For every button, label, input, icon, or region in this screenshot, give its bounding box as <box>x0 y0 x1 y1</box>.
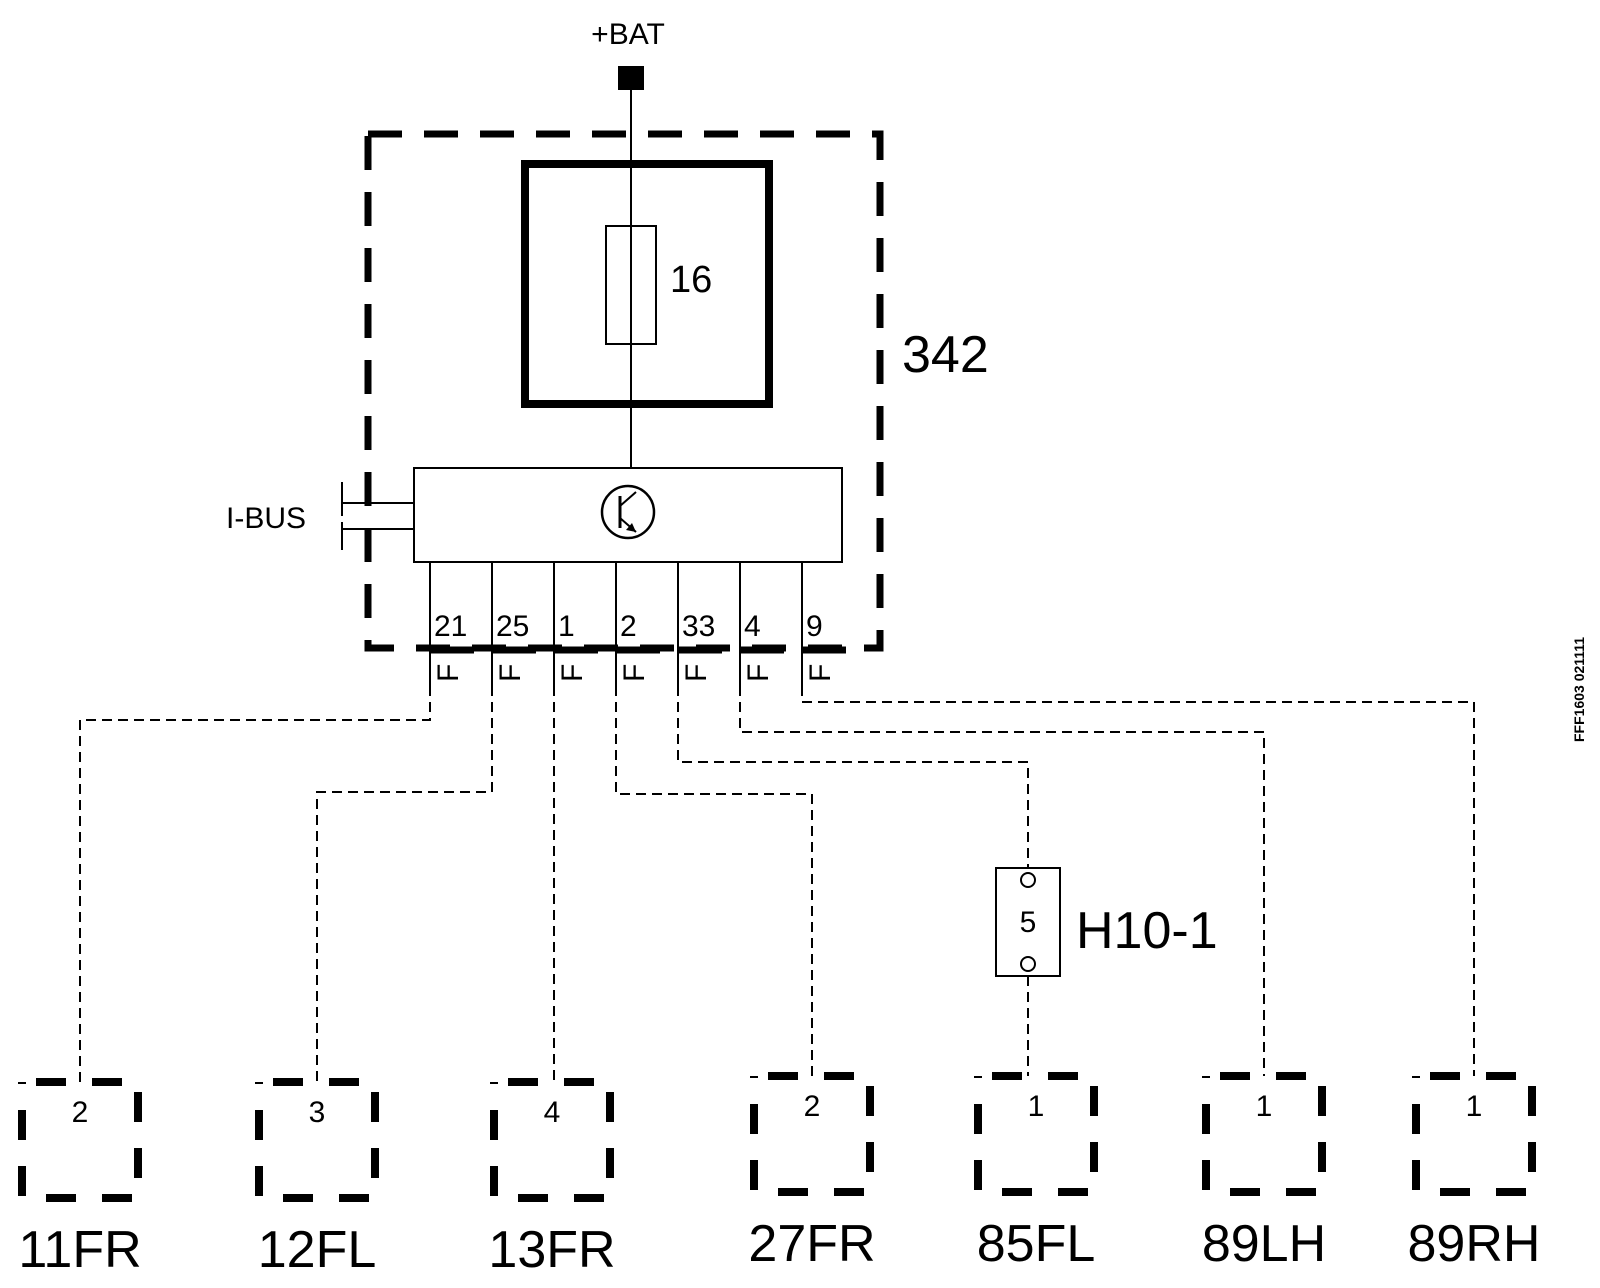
component-85fl: 1 85FL <box>974 1072 1098 1273</box>
component-outline <box>1412 1072 1536 1196</box>
wire-5 <box>677 686 1029 868</box>
fuse-label: 16 <box>670 259 712 301</box>
component-12fl: 3 12FL <box>255 1078 379 1279</box>
pin-4: 4F <box>739 562 784 686</box>
pin-type: F <box>742 664 775 682</box>
pin-type: F <box>804 664 837 682</box>
fuse-holder <box>521 160 773 408</box>
component-label: 13FR <box>488 1221 615 1279</box>
pin-type: F <box>680 664 713 682</box>
pin-2: 2F <box>615 562 660 686</box>
component-11fr: 2 11FR <box>18 1078 142 1279</box>
component-27fr: 2 27FR <box>748 1072 876 1273</box>
module-label: 342 <box>902 326 989 384</box>
pin-number: 25 <box>496 610 529 643</box>
component-outline <box>974 1072 1098 1196</box>
pin-33: 33F <box>677 562 722 686</box>
wire-7 <box>801 686 1475 1076</box>
pin-number: 33 <box>682 610 715 643</box>
component-pin: 1 <box>1466 1090 1483 1123</box>
component-outline <box>490 1078 614 1202</box>
pin-type: F <box>432 664 465 682</box>
wire-1 <box>79 686 431 1082</box>
pin-number: 2 <box>620 610 637 643</box>
component-label: 27FR <box>748 1215 875 1273</box>
component-label: 89LH <box>1202 1215 1326 1273</box>
connector-upper-contact <box>1020 872 1036 888</box>
wire-6 <box>739 686 1265 1076</box>
component-label: 89RH <box>1408 1215 1541 1273</box>
component-89lh: 1 89LH <box>1202 1072 1326 1273</box>
component-pin: 1 <box>1028 1090 1045 1123</box>
bus-connection <box>341 482 414 550</box>
component-pin: 1 <box>1256 1090 1273 1123</box>
figure-code: FFF1603 021111 <box>1571 637 1587 742</box>
pin-number: 4 <box>744 610 761 643</box>
transistor-icon <box>600 484 656 540</box>
supply-terminal <box>618 66 644 90</box>
component-outline <box>1202 1072 1326 1196</box>
component-pin: 2 <box>72 1096 89 1129</box>
pin-number: 9 <box>806 610 823 643</box>
control-unit <box>413 467 843 563</box>
component-label: 11FR <box>18 1221 141 1279</box>
wire-2 <box>316 686 493 1082</box>
supply-label: +BAT <box>591 18 665 51</box>
pin-1: 1F <box>553 562 598 686</box>
component-pin: 4 <box>544 1096 561 1129</box>
component-89rh: 1 89RH <box>1408 1072 1541 1273</box>
wire-4 <box>615 686 813 1076</box>
pin-9: 9F <box>801 562 846 686</box>
module-342-outline <box>364 130 884 652</box>
connector-pin-label: 5 <box>1020 906 1037 939</box>
component-outline <box>255 1078 379 1202</box>
pin-type: F <box>494 664 527 682</box>
bus-label: I-BUS <box>226 502 306 535</box>
connector-lower-contact <box>1020 956 1036 972</box>
pin-number: 1 <box>558 610 575 643</box>
component-label: 12FL <box>258 1221 377 1279</box>
component-pin: 3 <box>309 1096 326 1129</box>
harness-wires <box>79 686 1475 1082</box>
component-pin: 2 <box>804 1090 821 1123</box>
component-outline <box>750 1072 874 1196</box>
pin-number: 21 <box>434 610 467 643</box>
connector-label: H10-1 <box>1076 902 1218 960</box>
pin-type: F <box>618 664 651 682</box>
component-label: 85FL <box>977 1215 1096 1273</box>
pin-21: 21F <box>429 562 474 686</box>
pin-25: 25F <box>491 562 536 686</box>
component-outline <box>18 1078 142 1202</box>
pin-type: F <box>556 664 589 682</box>
component-13fr: 4 13FR <box>488 1078 616 1279</box>
components: 2 11FR 3 12FL 4 13FR 2 27FR 1 85FL 1 89LH 1 89RH <box>18 1072 1541 1279</box>
